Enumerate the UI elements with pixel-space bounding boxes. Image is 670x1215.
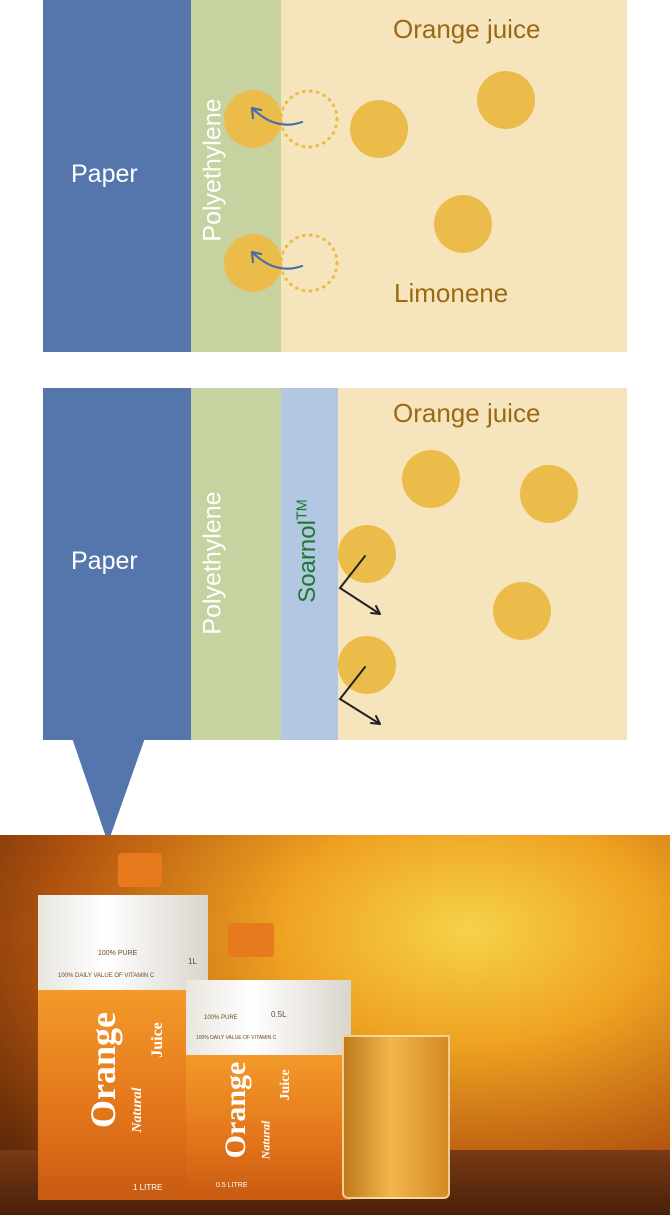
- product-photo: Orange Natural Juice 100% PURE 1L 100% D…: [0, 835, 670, 1215]
- callout-pointer: [72, 738, 145, 843]
- polyethylene-layer: [191, 0, 281, 352]
- orange-juice-label: Orange juice: [393, 398, 541, 428]
- carton-script-text: Natural: [130, 1087, 145, 1133]
- reflect-arrow-icon: [338, 555, 381, 615]
- carton-claim: 100% PURE: [98, 950, 138, 957]
- carton-size-short: 1L: [188, 957, 197, 966]
- carton-size: 0.5 LITRE: [216, 1182, 248, 1189]
- migration-diagram: [250, 89, 339, 293]
- orange-juice-label: Orange juice: [393, 14, 541, 44]
- carton-script-text: Natural: [258, 1120, 273, 1160]
- large-carton-cap: [118, 853, 162, 887]
- paper-label: Paper: [71, 547, 138, 575]
- migration-arrow-icon: [250, 106, 304, 126]
- small-carton-cap: [228, 923, 274, 957]
- polyethylene-layer: [191, 388, 281, 740]
- large-juice-carton: Orange Natural Juice 100% PURE 1L 100% D…: [38, 895, 208, 1200]
- blocked-limonene-molecule: [338, 636, 396, 694]
- carton-orange-band: [38, 990, 208, 1200]
- carton-size: 1 LITRE: [133, 1183, 163, 1192]
- small-juice-carton: Orange Natural Juice 100% PURE 0.5L 100%…: [186, 980, 351, 1200]
- carton-brand-text: Orange: [219, 1061, 252, 1159]
- carton-sub-text: Juice: [149, 1022, 166, 1058]
- carton-vitamin: 100% DAILY VALUE OF VITAMIN C: [58, 973, 155, 979]
- paper-layer: [43, 0, 191, 352]
- barrier-diagram: [338, 555, 381, 725]
- limonene-molecule: [350, 100, 408, 158]
- limonene-molecule: [402, 450, 460, 508]
- soarnol-layer: [281, 388, 338, 740]
- reflect-arrow-icon: [338, 666, 381, 725]
- blocked-limonene-molecule: [338, 525, 396, 583]
- former-position-dotted-circle: [279, 89, 339, 149]
- limonene-molecule: [520, 465, 578, 523]
- orange-juice-region: [281, 0, 627, 352]
- limonene-label: Limonene: [394, 278, 509, 308]
- limonene-molecule: [434, 195, 492, 253]
- juice-glass: [342, 1035, 450, 1199]
- paper-label: Paper: [71, 160, 138, 188]
- paper-layer: [43, 388, 191, 740]
- former-position-dotted-circle: [279, 233, 339, 293]
- carton-size-short: 0.5L: [271, 1010, 287, 1019]
- callout-pointer-shape: [72, 738, 145, 843]
- carton-orange-band: [186, 1055, 351, 1200]
- carton-claim: 100% PURE: [204, 1015, 238, 1021]
- carton-brand-text: Orange: [83, 1012, 123, 1128]
- carton-vitamin: 100% DAILY VALUE OF VITAMIN C: [196, 1035, 277, 1041]
- carton-sub-text: Juice: [278, 1069, 293, 1101]
- limonene-molecule: [493, 582, 551, 640]
- migration-arrow-icon: [250, 250, 304, 270]
- limonene-molecule: [477, 71, 535, 129]
